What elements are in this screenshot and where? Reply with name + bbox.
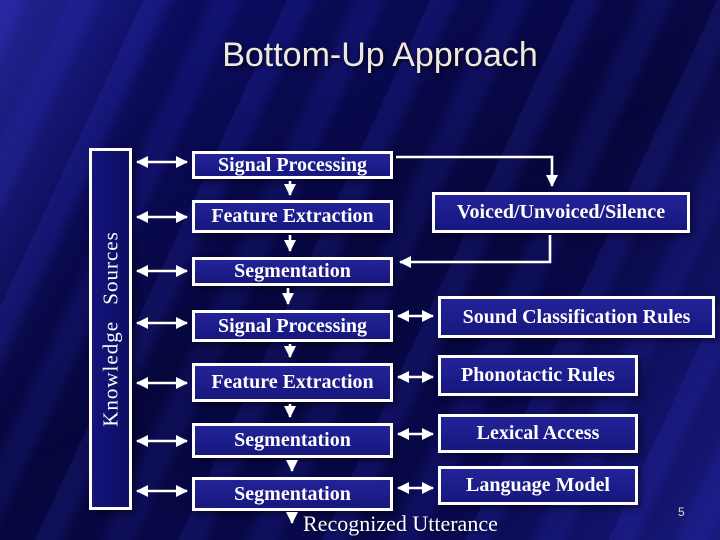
page-number: 5 — [678, 505, 685, 519]
flow-box-feature-extraction-2: Feature Extraction — [192, 363, 393, 402]
slide-title: Bottom-Up Approach — [222, 36, 538, 74]
flow-box-signal-processing-1: Signal Processing — [192, 151, 393, 179]
arrow-elbow-voiced-segmentation — [399, 235, 552, 268]
knowledge-sources-box: Knowledge Sources — [89, 148, 132, 510]
knowledge-sources-label: Knowledge Sources — [98, 231, 122, 427]
flow-box-label: Segmentation — [234, 482, 351, 505]
flow-box-label: Signal Processing — [217, 314, 368, 337]
recognized-utterance-label: Recognized Utterance — [303, 511, 498, 536]
flow-box-segmentation-3: Segmentation — [192, 477, 393, 511]
knowledge-box-language-model: Language Model — [438, 466, 638, 505]
knowledge-box-label: Lexical Access — [476, 422, 600, 444]
knowledge-box-phonotactic-rules: Phonotactic Rules — [438, 355, 638, 396]
flow-box-label: Feature Extraction — [211, 205, 374, 227]
flow-box-label: Feature Extraction — [211, 371, 374, 393]
knowledge-box-label: Voiced/Unvoiced/Silence — [456, 201, 666, 223]
flow-box-label: Segmentation — [234, 260, 351, 282]
knowledge-box-sound-classification-rules: Sound Classification Rules — [438, 296, 715, 338]
arrow-elbow-sp1-voiced — [396, 155, 558, 187]
knowledge-box-label: Language Model — [466, 474, 610, 496]
flow-box-segmentation-1: Segmentation — [192, 257, 393, 286]
flow-box-feature-extraction-1: Feature Extraction — [192, 200, 393, 233]
knowledge-box-lexical-access: Lexical Access — [438, 414, 638, 453]
flow-box-label: Signal Processing — [217, 153, 368, 176]
flow-box-signal-processing-2: Signal Processing — [192, 310, 393, 342]
flow-box-label: Segmentation — [234, 429, 351, 451]
knowledge-box-label: Sound Classification Rules — [462, 305, 691, 328]
knowledge-box-voiced-unvoiced-silence: Voiced/Unvoiced/Silence — [432, 192, 690, 233]
knowledge-box-label: Phonotactic Rules — [461, 364, 615, 386]
flow-box-segmentation-2: Segmentation — [192, 423, 393, 458]
